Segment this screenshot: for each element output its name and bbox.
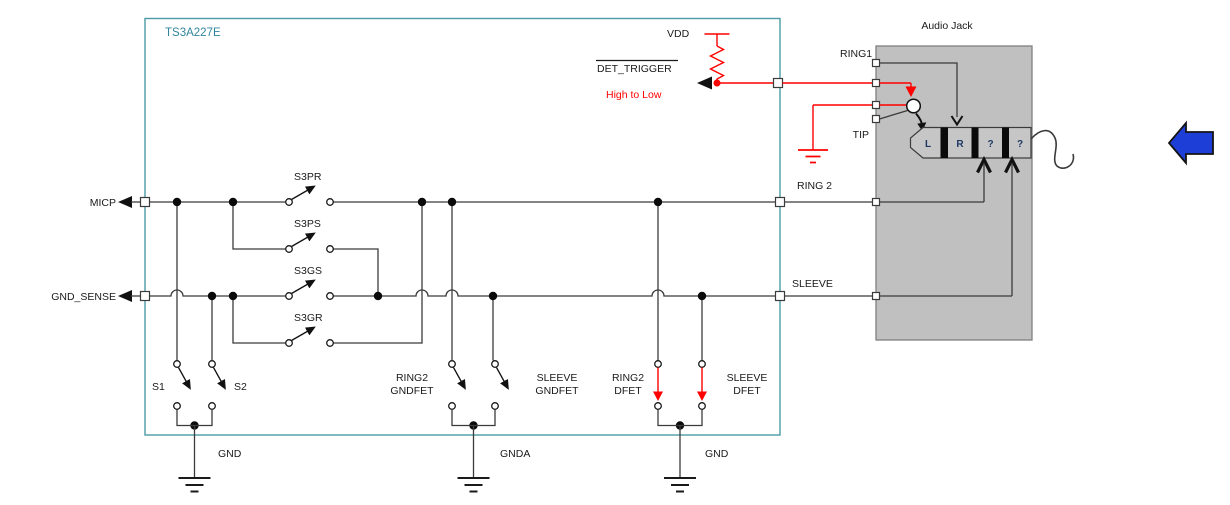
- s3gr-label: S3GR: [294, 312, 323, 324]
- plug-cable: [1030, 129, 1075, 169]
- headphone-plug: L R ? ?: [909, 126, 1075, 169]
- gnd-sense-arrow-icon: [118, 290, 132, 302]
- jack-gnd-terminal: [871, 100, 881, 110]
- plug-band-3: [1002, 127, 1009, 158]
- gnd-sense-pin: GND_SENSE: [51, 290, 151, 303]
- sleeve-dfet-label-1: SLEEVE: [727, 372, 768, 384]
- s2-label: S2: [234, 381, 247, 393]
- gnda-symbol: [457, 477, 490, 493]
- contact-to-tip-arrowhead-icon: [917, 122, 927, 132]
- junction-dots: [172, 197, 707, 430]
- ring1-down-arrow-icon: [950, 115, 964, 127]
- jack-body: [875, 45, 1033, 341]
- jack-title: Audio Jack: [921, 20, 973, 32]
- gnd-right-label: GND: [705, 448, 729, 460]
- internal-wires: [176, 204, 703, 361]
- jack-sleeve-terminal: [871, 291, 881, 301]
- blue-left-arrow-icon: [1167, 120, 1214, 166]
- micp-arrow-icon: [118, 196, 132, 208]
- tip-detect-contact: [905, 98, 922, 114]
- s3pr-label: S3PR: [294, 171, 322, 183]
- gndfet-switch-group: RING2 GNDFET SLEEVE GNDFET GNDA: [390, 360, 579, 493]
- ring2-gndfet-label-1: RING2: [396, 372, 428, 384]
- sleeve-terminal: [774, 290, 786, 302]
- plug-seg-r: R: [956, 139, 964, 150]
- det-note-label: High to Low: [606, 89, 662, 101]
- sleeve-up-arrow-icon: [1004, 155, 1020, 174]
- jack-ring2-terminal: [871, 197, 881, 207]
- vdd-supply-tick: [704, 33, 730, 46]
- sleeve-pin-label: SLEEVE: [792, 278, 833, 290]
- jack-tip-terminal: [871, 114, 881, 124]
- switch-s1-s2-group: S1 S2 GND: [152, 360, 247, 493]
- switch-s3ps: S3PS: [285, 218, 334, 253]
- tip-label: TIP: [853, 129, 869, 141]
- ring2-pin-label: RING 2: [797, 180, 832, 192]
- det-trigger-arrow-icon: [697, 76, 712, 90]
- audio-jack: Audio Jack RING1 TIP L: [840, 20, 1075, 341]
- red-ground-symbol: [798, 149, 828, 164]
- gnd-sense-label: GND_SENSE: [51, 291, 116, 303]
- det-terminal: [772, 77, 784, 89]
- gnda-label: GNDA: [500, 448, 530, 460]
- det-trigger-label: DET_TRIGGER: [597, 63, 672, 75]
- plug-seg-l: L: [925, 139, 931, 150]
- micp-label: MICP: [90, 197, 116, 209]
- gnd-sense-rail: [149, 289, 776, 297]
- sleeve-dfet-arrow-icon: [697, 391, 707, 401]
- plug-seg-q1: ?: [987, 139, 993, 150]
- s3gs-label: S3GS: [294, 265, 322, 277]
- switch-s3pr: S3PR: [285, 171, 334, 206]
- ring2-dfet-arrow-icon: [653, 391, 663, 401]
- sleeve-gndfet-label-1: SLEEVE: [537, 372, 578, 384]
- jack-det-terminal: [871, 78, 881, 88]
- switch-s3gs: S3GS: [285, 265, 334, 300]
- vdd-label: VDD: [667, 28, 690, 40]
- gnd-right-symbol: [664, 477, 696, 493]
- ring2-dfet-label-1: RING2: [612, 372, 644, 384]
- dfet-switch-group: RING2 DFET SLEEVE DFET GND: [612, 360, 768, 493]
- micp-pin: MICP: [90, 196, 151, 209]
- plug-seg-q2: ?: [1017, 139, 1023, 150]
- gnd-sense-terminal: [139, 290, 151, 302]
- chip-outline: [144, 17, 781, 436]
- ring2-terminal: [774, 196, 786, 208]
- gnd-left-symbol: [178, 477, 211, 493]
- vdd-pullup: VDD DET_TRIGGER High to Low: [596, 28, 872, 101]
- micp-terminal: [139, 196, 151, 208]
- switch-s3gr: S3GR: [285, 312, 334, 347]
- s1-label: S1: [152, 381, 165, 393]
- sleeve-dfet-label-2: DFET: [733, 385, 761, 397]
- det-down-arrow-icon: [905, 86, 917, 97]
- plug-barrel: [940, 126, 1032, 159]
- ring2-gndfet-label-2: GNDFET: [390, 385, 434, 397]
- sleeve-gndfet-label-2: GNDFET: [535, 385, 579, 397]
- ring1-label: RING1: [840, 48, 872, 60]
- jack-ring1-terminal: [871, 58, 881, 68]
- plug-band-2: [971, 127, 979, 158]
- plug-band-1: [941, 127, 948, 158]
- tip-red-ground: [798, 104, 872, 164]
- chip-label: TS3A227E: [165, 27, 221, 39]
- right-pins: RING 2 SLEEVE: [774, 180, 872, 302]
- gnd-left-label: GND: [218, 448, 242, 460]
- pullup-resistor: [708, 45, 726, 83]
- ring2-up-arrow-icon: [976, 155, 992, 174]
- s3ps-label: S3PS: [294, 218, 321, 230]
- ring2-dfet-label-2: DFET: [614, 385, 642, 397]
